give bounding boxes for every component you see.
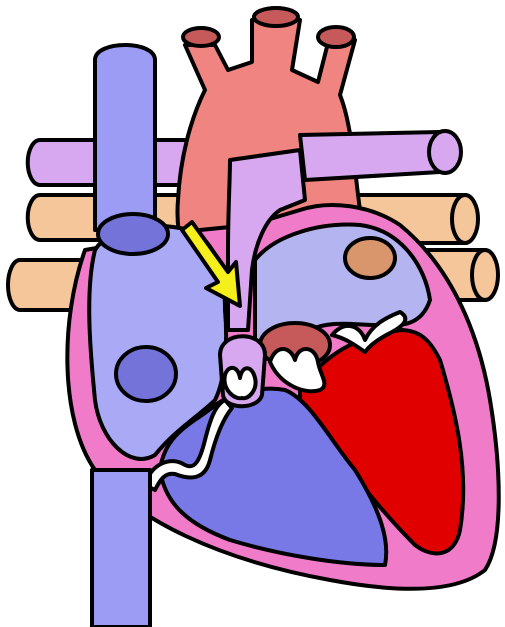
left-atrium-vein-opening <box>345 238 395 278</box>
aorta-branch-2-opening <box>254 8 298 26</box>
aorta-branch-1-opening <box>183 28 219 46</box>
aorta-branch-3-opening <box>318 27 354 47</box>
pulmonary-artery-right-opening <box>429 131 461 173</box>
inferior-vena-cava <box>92 470 150 627</box>
coronary-sinus-opening <box>116 347 176 401</box>
pulmonary-vein-right-upper-opening <box>452 195 478 243</box>
pulmonary-valve-cusps <box>225 368 256 398</box>
pulmonary-vein-right-lower-opening <box>472 250 498 300</box>
vena-cava-opening <box>98 214 168 254</box>
superior-vena-cava <box>95 45 155 230</box>
